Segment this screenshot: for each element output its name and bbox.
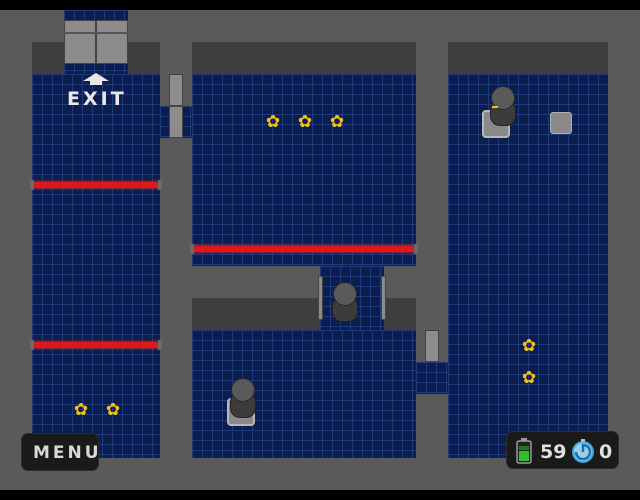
laser-emitter [30,180,34,190]
laser-beam-left-upper [32,182,160,188]
arrow-up-icon [83,73,109,85]
guard-character[interactable] [490,86,516,126]
sliding-door-center-right[interactable] [381,276,386,320]
timer-value: 0 [599,441,613,463]
floor-right-passage [416,362,448,394]
laser-emitter [158,340,162,350]
exit-door-left[interactable] [64,20,96,64]
wall-face-mid-right [384,298,416,330]
battery-value: 59 [540,441,567,463]
gear-icon[interactable]: ✿ [297,112,313,132]
sliding-door-left-bottom[interactable] [169,106,183,138]
floor-right-room [448,74,608,458]
wall-face-center [192,42,416,74]
sliding-door-left-top[interactable] [169,74,183,106]
laser-emitter [30,340,34,350]
exit-door-right[interactable] [96,20,128,64]
wall-face-left [32,42,64,74]
laser-beam-left-lower [32,342,160,348]
gear-icon[interactable]: ✿ [329,112,345,132]
gear-icon[interactable]: ✿ [265,112,281,132]
laser-emitter [190,244,194,254]
gear-icon[interactable]: ✿ [521,336,537,356]
exit-door-seam [64,32,128,34]
wall-face-right [448,42,608,74]
pressure-pedestal-small[interactable] [550,112,572,134]
laser-emitter [158,180,162,190]
floor-left-room [32,74,160,458]
stopwatch-icon [572,439,594,463]
floor-center-upper [192,74,416,266]
gear-icon[interactable]: ✿ [73,400,89,420]
laser-emitter [414,244,418,254]
wall-face-left2 [128,42,160,74]
player-character[interactable] [332,282,358,322]
exit-label: EXIT [67,88,127,110]
sliding-door-center-left[interactable] [318,276,323,320]
menu-button[interactable]: MENU [21,433,99,471]
menu-label: MENU [33,443,102,463]
gear-icon[interactable]: ✿ [105,400,121,420]
laser-beam-center [192,246,416,252]
wall-face-mid-left [192,298,320,330]
gear-icon[interactable]: ✿ [521,368,537,388]
sliding-door-right[interactable] [425,330,439,362]
floor-center-lower [192,330,416,458]
battery-icon [516,438,532,464]
status-hud: 59 0 [506,431,619,469]
guard-character[interactable] [230,378,256,418]
